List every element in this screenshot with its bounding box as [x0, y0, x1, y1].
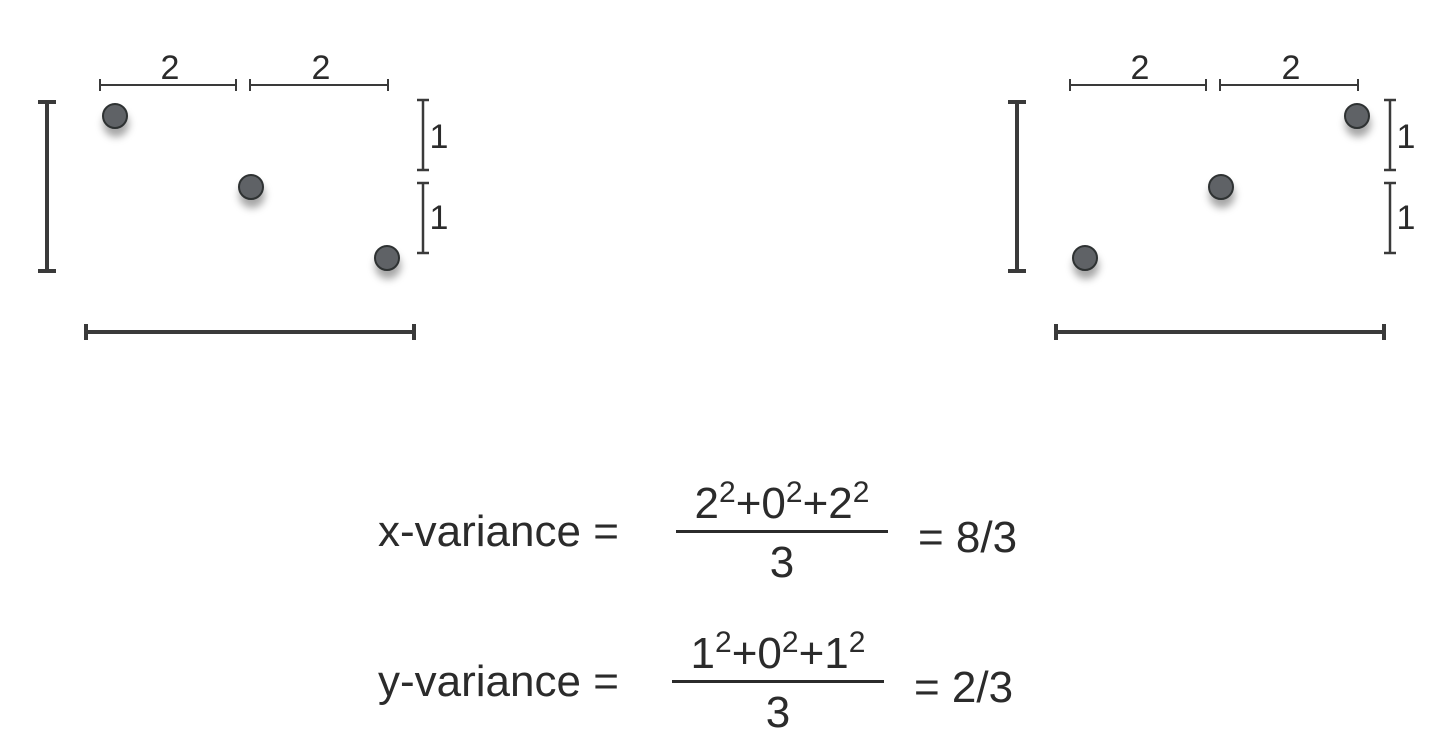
spacing-bracket-x-1 — [1069, 79, 1207, 91]
scatter-panel-right: 2 2 1 1 — [970, 0, 1430, 370]
x-term-2-exponent: 2 — [785, 476, 803, 509]
spacing-bracket-y-1 — [417, 98, 429, 172]
y-term-1-exponent: 2 — [715, 626, 732, 659]
spacing-label-y-1: 1 — [429, 118, 449, 156]
x-variance-label: x-variance = — [378, 507, 619, 556]
spacing-label-x-1: 2 — [160, 49, 180, 87]
data-point-2 — [238, 174, 264, 200]
x-term-3-exponent: 2 — [852, 476, 870, 509]
y-plus-1: + — [731, 629, 758, 678]
spacing-label-x-2: 2 — [1281, 49, 1301, 87]
x-variance-denominator: 3 — [769, 538, 795, 587]
spacing-bracket-x-2 — [1219, 79, 1359, 91]
spacing-label-x-2: 2 — [311, 49, 331, 87]
data-point-2 — [1208, 174, 1234, 200]
y-term-1-base: 1 — [690, 629, 716, 678]
spacing-bracket-x-1 — [99, 79, 237, 91]
spacing-label-y-2: 1 — [429, 199, 449, 237]
x-variance-fraction: 22+02+22 3 — [676, 476, 888, 587]
x-range-bar — [84, 324, 416, 340]
y-variance-numerator: 12+02+12 — [672, 626, 884, 680]
spacing-bracket-x-2 — [249, 79, 389, 91]
x-plus-1: + — [735, 479, 762, 528]
x-variance-numerator: 22+02+22 — [676, 476, 888, 530]
data-point-1 — [102, 103, 128, 129]
spacing-bracket-y-2 — [417, 181, 429, 255]
data-point-3 — [1344, 103, 1370, 129]
x-term-3-base: 2 — [828, 479, 853, 528]
x-range-bar — [1054, 324, 1386, 340]
x-fraction-bar — [676, 530, 888, 533]
y-variance-label: y-variance = — [378, 657, 619, 706]
data-point-3 — [374, 245, 400, 271]
scatter-diagram-right — [1008, 79, 1396, 340]
y-fraction-bar — [672, 680, 884, 683]
y-plus-2: + — [798, 629, 825, 678]
spacing-label-y-2: 1 — [1396, 199, 1416, 237]
y-variance-result: = 2/3 — [914, 663, 1014, 712]
scatter-panel-left: 2 2 1 1 — [0, 0, 460, 370]
spacing-bracket-y-2 — [1384, 181, 1396, 255]
spacing-label-x-1: 2 — [1130, 49, 1150, 87]
x-plus-2: + — [802, 479, 829, 528]
y-term-2-exponent: 2 — [781, 626, 799, 659]
scatter-diagram-left — [38, 79, 429, 340]
y-range-bar — [38, 100, 56, 273]
x-term-1-base: 2 — [694, 479, 720, 528]
x-term-2-base: 0 — [761, 479, 786, 528]
y-term-3-base: 1 — [824, 629, 849, 678]
x-variance-result: = 8/3 — [918, 513, 1018, 562]
data-point-1 — [1072, 245, 1098, 271]
spacing-bracket-y-1 — [1384, 98, 1396, 172]
y-term-3-exponent: 2 — [848, 626, 866, 659]
y-term-2-base: 0 — [757, 629, 782, 678]
x-term-1-exponent: 2 — [719, 476, 736, 509]
y-variance-fraction: 12+02+12 3 — [672, 626, 884, 737]
y-variance-denominator: 3 — [765, 688, 791, 737]
spacing-label-y-1: 1 — [1396, 118, 1416, 156]
y-range-bar — [1008, 100, 1026, 273]
